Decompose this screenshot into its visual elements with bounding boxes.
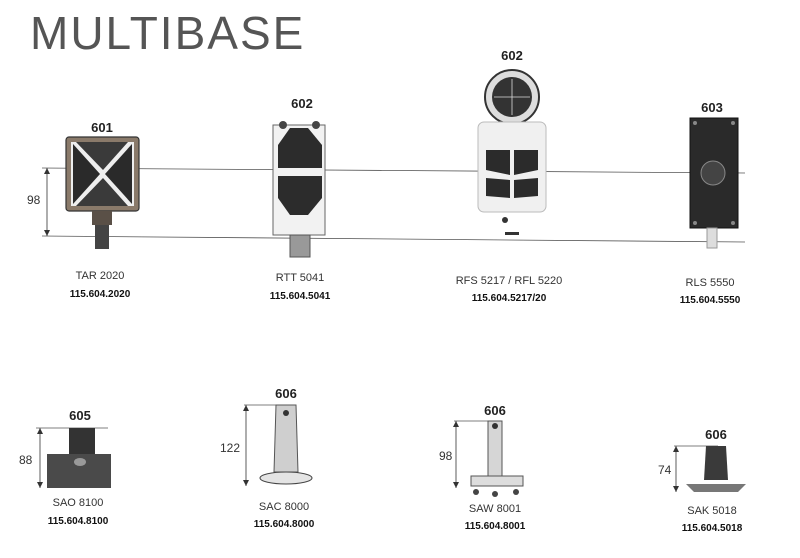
rfs-5217-drawing <box>477 69 547 235</box>
model-sac-8000: SAC 8000 <box>258 501 310 513</box>
model-rtt-5041: RTT 5041 <box>275 272 325 284</box>
code-sak-5018: 115.604.5018 <box>681 523 743 534</box>
item-number-606-saw: 606 <box>484 403 506 418</box>
rtt-5041-drawing <box>272 121 326 258</box>
model-rls-5550: RLS 5550 <box>685 277 735 289</box>
item-number-602-rtt: 602 <box>291 96 313 111</box>
code-sao-8100: 115.604.8100 <box>47 516 109 527</box>
saw-8001-drawing <box>453 420 524 497</box>
dimension-sao-8100: 88 <box>19 453 33 467</box>
tar-2020-drawing <box>65 136 140 249</box>
reference-line-bottom <box>41 235 746 243</box>
reference-line-top <box>41 167 746 174</box>
code-rfs-5217: 115.604.5217/20 <box>471 293 547 304</box>
model-tar-2020: TAR 2020 <box>75 270 125 282</box>
model-rfs-5217: RFS 5217 / RFL 5220 <box>455 275 563 287</box>
code-tar-2020: 115.604.2020 <box>69 289 131 300</box>
dimension-saw-8001: 98 <box>439 449 453 463</box>
item-number-603: 603 <box>701 100 723 115</box>
code-sac-8000: 115.604.8000 <box>253 519 315 530</box>
item-number-606-sac: 606 <box>275 386 297 401</box>
item-number-605: 605 <box>69 408 91 423</box>
dimension-sac-8000: 122 <box>220 441 241 455</box>
model-saw-8001: SAW 8001 <box>468 503 522 515</box>
sao-8100-drawing <box>36 427 111 488</box>
item-number-601: 601 <box>91 120 113 135</box>
dimension-sak-5018: 74 <box>658 463 672 477</box>
sak-5018-drawing <box>673 445 746 492</box>
code-rtt-5041: 115.604.5041 <box>269 291 331 302</box>
model-sak-5018: SAK 5018 <box>687 505 737 517</box>
page-title: MULTIBASE <box>30 7 306 59</box>
item-number-606-sak: 606 <box>705 427 727 442</box>
rls-5550-drawing <box>689 117 739 249</box>
sac-8000-drawing <box>243 404 313 486</box>
code-saw-8001: 115.604.8001 <box>464 521 526 532</box>
model-sao-8100: SAO 8100 <box>52 497 104 509</box>
item-number-602-rfs: 602 <box>501 48 523 63</box>
top-row-dimension: 98 <box>27 193 41 207</box>
code-rls-5550: 115.604.5550 <box>679 295 741 306</box>
